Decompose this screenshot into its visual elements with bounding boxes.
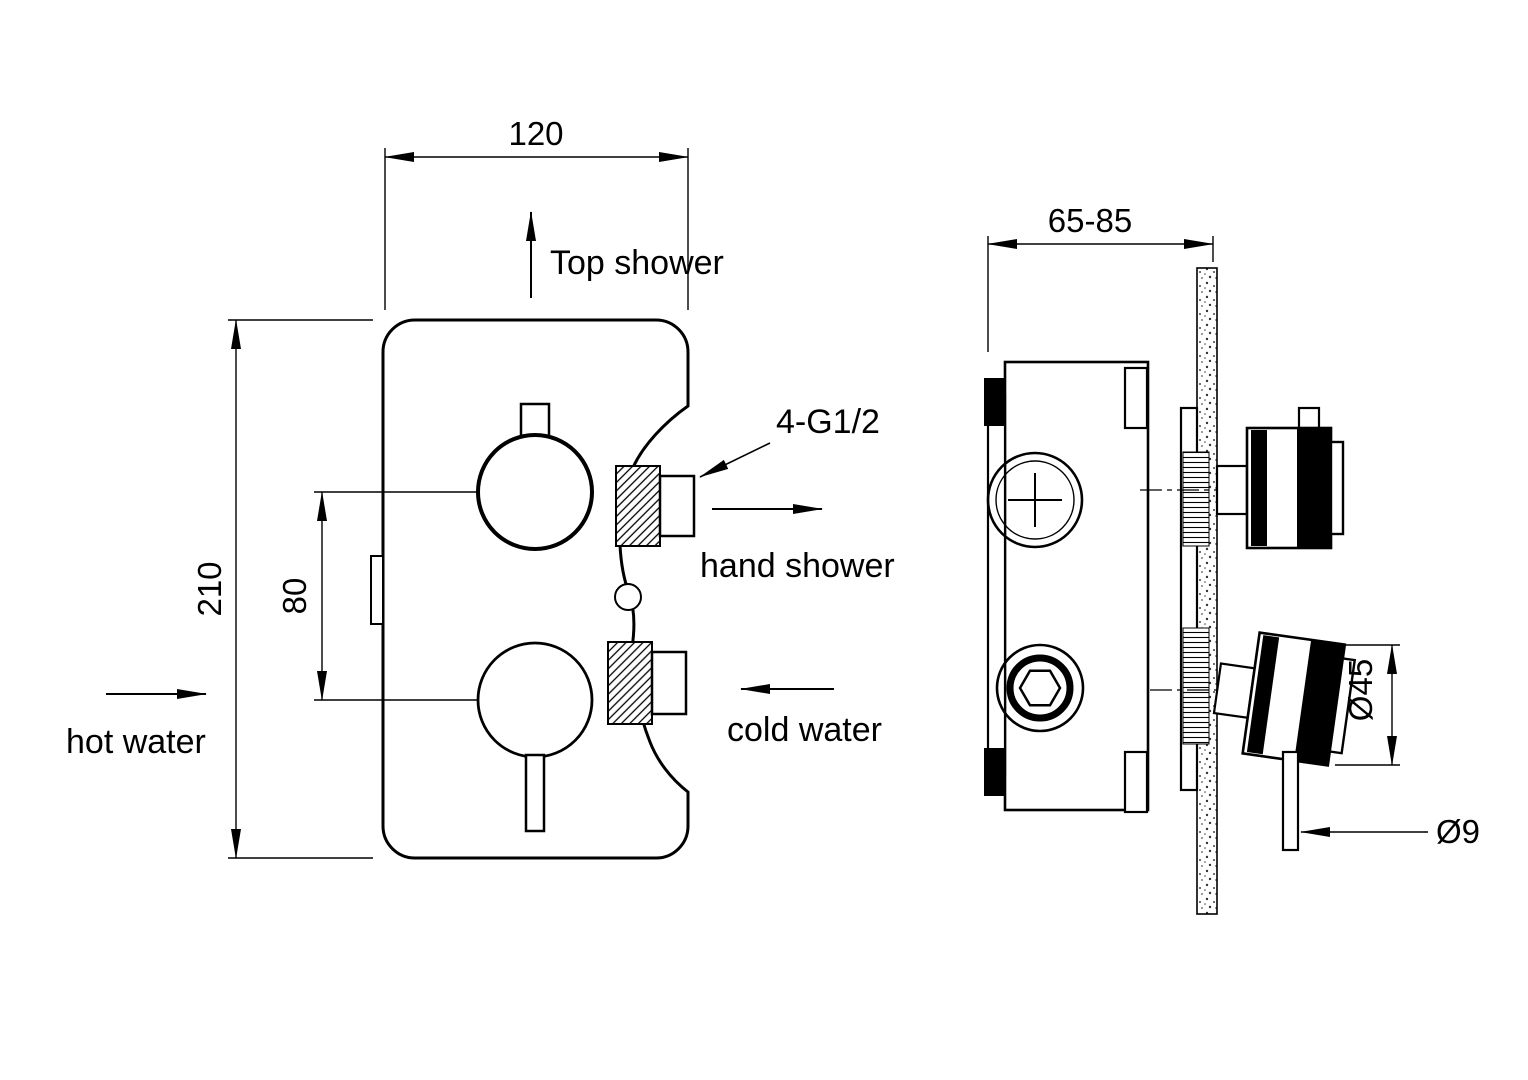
dimension-knob-spacing: 80 (276, 491, 477, 701)
top-handle (1215, 406, 1345, 550)
plate-hatch-bottom (1182, 627, 1210, 745)
body-tab-top (1123, 366, 1149, 430)
hand-shower-outlet-fitting (615, 465, 696, 547)
dim-knob-spacing-label: 80 (276, 578, 313, 615)
hand-shower-label: hand shower (700, 547, 895, 585)
front-view: 120 210 80 Top shower 4-G1/2 hand sho (66, 115, 895, 860)
fixing-screw (614, 583, 642, 611)
hot-water-label: hot water (66, 723, 206, 761)
wall-section (1196, 267, 1218, 915)
dim-height-label: 210 (191, 561, 228, 616)
body-left-notch (370, 555, 384, 625)
mounting-lug-top (984, 378, 1004, 426)
cold-water-inlet-fitting (607, 641, 688, 725)
top-shower-callout: Top shower (526, 211, 724, 298)
dimension-height: 210 (191, 319, 373, 859)
dim-handle-diameter-label: Ø45 (1342, 659, 1379, 721)
bottom-handle (1212, 631, 1357, 767)
dim-width-label: 120 (508, 115, 563, 152)
hex-socket-circle (995, 643, 1085, 733)
dimension-depth: 65-85 (987, 202, 1214, 352)
temperature-knob (476, 641, 594, 833)
body-tab-bottom (1123, 750, 1149, 814)
top-shower-label: Top shower (550, 244, 724, 282)
dimension-handle-diameter: Ø45 (1335, 644, 1400, 766)
mounting-lug-bottom (984, 748, 1004, 796)
dimension-width: 120 (384, 115, 689, 310)
cold-water-label: cold water (727, 711, 882, 749)
side-view: 65-85 Ø45 Ø9 (984, 202, 1480, 915)
cold-water-callout: cold water (727, 684, 882, 749)
dimension-rod-diameter: Ø9 (1282, 813, 1480, 850)
thread-callout: 4-G1/2 (699, 403, 880, 478)
hand-shower-callout: hand shower (700, 504, 895, 585)
dim-rod-diameter-label: Ø9 (1436, 813, 1480, 850)
hot-water-callout: hot water (66, 689, 207, 761)
top-port-circle (986, 451, 1084, 549)
dim-depth-label: 65-85 (1048, 202, 1132, 239)
diverter-knob (476, 402, 594, 551)
plate-hatch-top (1182, 451, 1210, 547)
valve-rough-in-body (984, 360, 1150, 814)
control-rod (1281, 750, 1300, 852)
thread-label: 4-G1/2 (776, 403, 880, 441)
